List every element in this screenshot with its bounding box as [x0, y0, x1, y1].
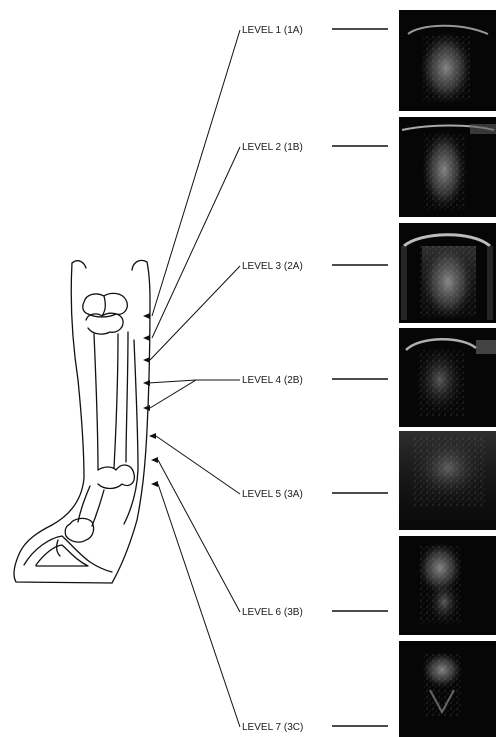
level-5-label: LEVEL 5 (3A) — [242, 489, 303, 500]
level-7-label: LEVEL 7 (3C) — [242, 722, 303, 733]
ultrasound-level-5 — [399, 431, 496, 530]
level-4-label: LEVEL 4 (2B) — [242, 375, 303, 386]
ultrasound-level-2 — [399, 117, 496, 217]
level-labels: LEVEL 1 (1A) LEVEL 2 (1B) LEVEL 3 (2A) L… — [242, 25, 388, 733]
ultrasound-level-6 — [399, 536, 496, 635]
ultrasound-level-4 — [399, 328, 496, 427]
ultrasound-level-1 — [399, 10, 496, 111]
ultrasound-level-7 — [399, 641, 496, 737]
level-3-label: LEVEL 3 (2A) — [242, 261, 303, 272]
level-1-label: LEVEL 1 (1A) — [242, 25, 303, 36]
level-6-label: LEVEL 6 (3B) — [242, 607, 303, 618]
ultrasound-images — [399, 10, 496, 737]
ultrasound-level-3 — [399, 223, 496, 323]
limb-outline-drawing — [14, 260, 150, 583]
level-2-label: LEVEL 2 (1B) — [242, 142, 303, 153]
leader-lines — [143, 30, 240, 727]
